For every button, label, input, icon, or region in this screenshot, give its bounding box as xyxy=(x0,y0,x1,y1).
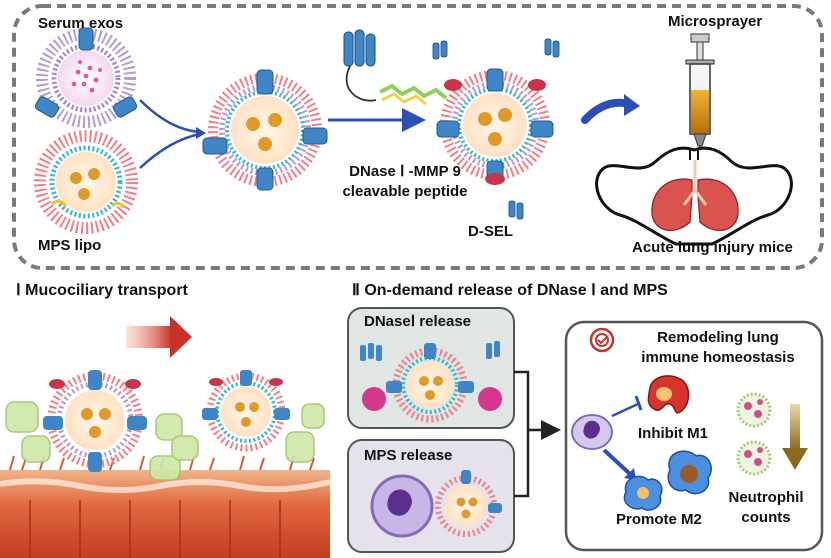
mps-lipo-label: MPS lipo xyxy=(38,237,102,254)
remodel-line2: immune homeostasis xyxy=(641,349,795,366)
airway-epithelium xyxy=(0,455,331,558)
neutrophil-line2: counts xyxy=(741,509,791,526)
m2-macrophage xyxy=(623,450,712,511)
target-badge-icon xyxy=(589,327,615,353)
mucus-blobs xyxy=(5,401,325,481)
decrease-arrow xyxy=(782,404,808,470)
dnase-protein xyxy=(343,29,448,106)
neutrophil-line1: Neutrophil xyxy=(728,489,804,506)
microsprayer-label: Microsprayer xyxy=(668,13,763,30)
inhibit-line xyxy=(611,402,639,418)
serum-exos-label: Serum exos xyxy=(38,15,124,32)
dnase-release-illustration xyxy=(360,341,502,423)
m1-macrophage xyxy=(647,375,690,414)
mps-lipo-particle xyxy=(34,130,138,234)
hybrid-vesicle xyxy=(202,69,328,191)
macrophage-cell xyxy=(571,414,613,450)
combine-arrow xyxy=(514,370,556,498)
neutrophil-cells xyxy=(736,392,772,476)
transport-direction-arrow xyxy=(126,316,192,358)
merge-arrow xyxy=(139,99,201,169)
inhibit-m1-label: Inhibit M1 xyxy=(638,425,708,442)
serum-exo-particle xyxy=(34,27,138,128)
section2-title: Ⅱ On-demand release of DNase Ⅰ and MPS xyxy=(352,282,668,299)
dnase-release-label: DNaseⅠ release xyxy=(364,313,471,330)
mps-release-label: MPS release xyxy=(364,447,453,464)
top-panel-border xyxy=(12,4,824,270)
linker-label-line2: cleavable peptide xyxy=(342,183,468,200)
promote-arrow xyxy=(602,448,632,476)
dsel-in-mucus-2 xyxy=(202,370,290,452)
section1-title: Ⅰ Mucociliary transport xyxy=(16,282,188,299)
dsel-particle xyxy=(432,38,560,220)
mouse-with-lungs xyxy=(595,146,793,246)
mice-label: Acute lung injury mice xyxy=(632,239,793,256)
dsel-in-mucus-1 xyxy=(43,370,147,472)
mps-release-illustration xyxy=(370,470,502,538)
linker-label-line1: DNase Ⅰ -MMP 9 xyxy=(349,163,461,180)
dsel-label: D-SEL xyxy=(468,223,513,240)
remodel-line1: Remodeling lung xyxy=(657,329,779,346)
promote-m2-label: Promote M2 xyxy=(616,511,702,528)
to-sprayer-arrow xyxy=(581,98,634,124)
